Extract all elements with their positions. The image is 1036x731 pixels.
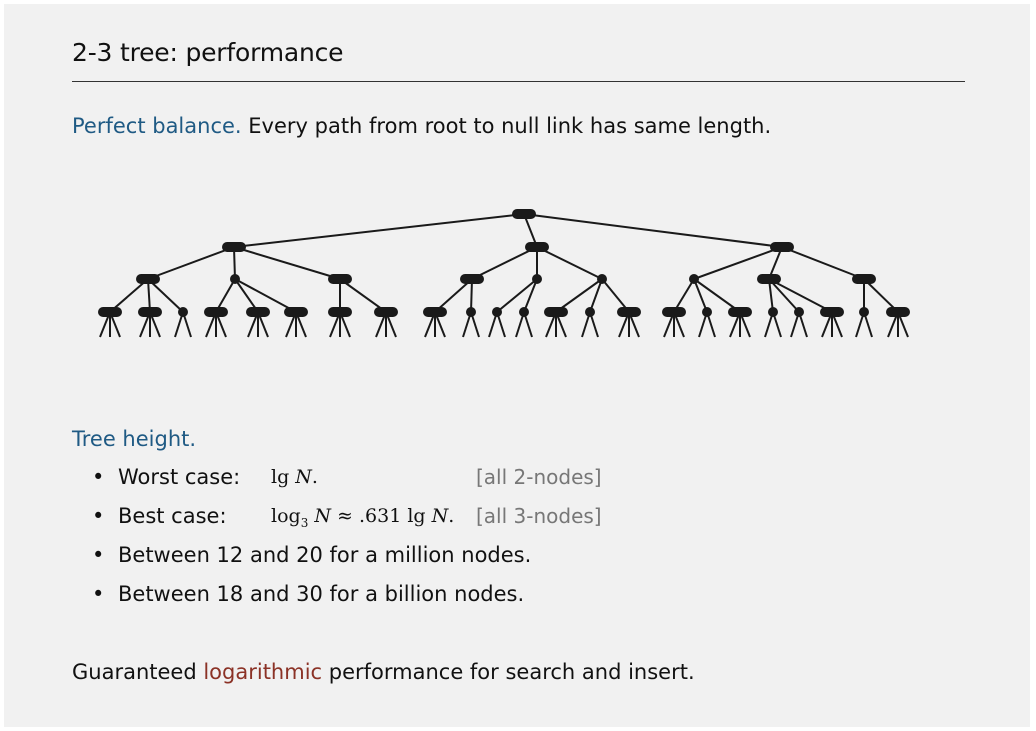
tree-link (768, 278, 833, 313)
tree-link (523, 213, 783, 248)
conclusion-emphasis: logarithmic (203, 660, 323, 684)
tree-link (233, 246, 341, 280)
tree-2-node (794, 307, 804, 317)
best-case-formula: log3 N ≈ .631 lg N. (271, 505, 455, 530)
tree-link (693, 278, 708, 313)
tree-3-node (246, 307, 270, 317)
tree-link (470, 278, 473, 313)
tree-link (781, 246, 865, 280)
million-nodes-text: Between 12 and 20 for a million nodes. (118, 543, 532, 567)
tree-link (863, 278, 899, 313)
worst-case-label: Worst case: (118, 465, 241, 489)
tree-3-node (374, 307, 398, 317)
tree-link (233, 246, 236, 280)
tree-2-node (859, 307, 869, 317)
conclusion-paragraph: Guaranteed logarithmic performance for s… (72, 660, 695, 684)
tree-link (233, 213, 525, 248)
tree-link (234, 278, 297, 313)
tree-2-node (768, 307, 778, 317)
tree-2-node (492, 307, 502, 317)
tree-2-node (689, 274, 699, 284)
tree-3-node (770, 242, 794, 252)
tree-link (147, 278, 151, 313)
tree-link (471, 246, 538, 280)
tree-3-node (138, 307, 162, 317)
tree-link (693, 246, 783, 280)
tree-height-list: • Worst case: lg N. [all 2-nodes] • Best c… (92, 462, 602, 618)
bullet-icon: • (92, 504, 105, 528)
tree-3-node (328, 307, 352, 317)
worst-case-note: [all 2-nodes] (476, 465, 602, 489)
tree-link (601, 278, 630, 313)
conclusion-before: Guaranteed (72, 660, 204, 684)
tree-link (496, 278, 538, 313)
list-item-worst-case: • Worst case: lg N. [all 2-nodes] (92, 462, 602, 501)
tree-3-node (757, 274, 781, 284)
tree-link (434, 278, 473, 313)
bullet-icon: • (92, 465, 105, 489)
tree-2-node (519, 307, 529, 317)
tree-2-node (178, 307, 188, 317)
slide-title: 2-3 tree: performance (72, 38, 344, 67)
tree-link (589, 278, 603, 313)
tree-link (215, 278, 236, 313)
tree-link (673, 278, 695, 313)
tree-3-node (136, 274, 160, 284)
tree-link (339, 278, 387, 313)
perfect-balance-paragraph: Perfect balance. Every path from root to… (72, 114, 771, 138)
tree-link (536, 246, 603, 280)
bullet-icon: • (92, 582, 105, 606)
tree-3-node (328, 274, 352, 284)
worst-case-formula: lg N. (271, 466, 318, 488)
tree-2-node (702, 307, 712, 317)
tree-link (768, 246, 783, 280)
tree-link (693, 278, 741, 313)
tree-link (523, 213, 538, 248)
tree-3-node (423, 307, 447, 317)
tree-3-node (617, 307, 641, 317)
tree-3-node (284, 307, 308, 317)
list-item-best-case: • Best case: log3 N ≈ .631 lg N. [all 3-n… (92, 501, 602, 540)
title-divider (72, 81, 965, 82)
tree-link (555, 278, 603, 313)
perfect-balance-label: Perfect balance. (72, 114, 242, 138)
tree-3-node (525, 242, 549, 252)
tree-height-heading: Tree height. (72, 427, 197, 451)
tree-link (768, 278, 800, 313)
tree-3-node (544, 307, 568, 317)
tree-3-node (204, 307, 228, 317)
tree-2-node (466, 307, 476, 317)
tree-3-node (98, 307, 122, 317)
balanced-2-3-tree-diagram (84, 200, 924, 340)
tree-3-node (820, 307, 844, 317)
tree-link (147, 246, 235, 280)
tree-3-node (512, 209, 536, 219)
tree-3-node (886, 307, 910, 317)
conclusion-after: performance for search and insert. (322, 660, 695, 684)
billion-nodes-text: Between 18 and 30 for a billion nodes. (118, 582, 525, 606)
list-item-billion: • Between 18 and 30 for a billion nodes. (92, 579, 531, 618)
bullet-icon: • (92, 543, 105, 567)
tree-3-node (852, 274, 876, 284)
tree-link (768, 278, 774, 313)
list-item-million: • Between 12 and 20 for a million nodes. (92, 540, 531, 579)
tree-2-node (597, 274, 607, 284)
tree-link (109, 278, 149, 313)
best-case-label: Best case: (118, 504, 227, 528)
tree-3-node (662, 307, 686, 317)
slide: 2-3 tree: performance Perfect balance. E… (4, 4, 1030, 727)
tree-2-node (230, 274, 240, 284)
tree-link (523, 278, 538, 313)
tree-link (234, 278, 259, 313)
tree-3-node (222, 242, 246, 252)
tree-2-node (532, 274, 542, 284)
tree-3-node (460, 274, 484, 284)
tree-3-node (728, 307, 752, 317)
tree-2-node (585, 307, 595, 317)
tree-svg (98, 209, 910, 338)
perfect-balance-text: Every path from root to null link has sa… (241, 114, 772, 138)
tree-link (147, 278, 184, 313)
best-case-note: [all 3-nodes] (476, 504, 602, 528)
